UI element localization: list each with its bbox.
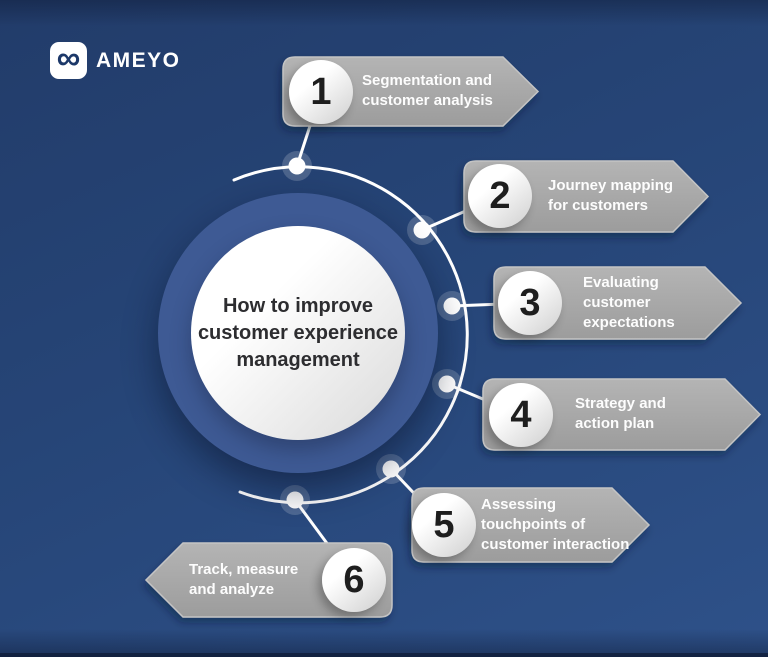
step-number-6: 6 [322, 548, 386, 612]
infinity-icon: ∞ [50, 39, 87, 79]
center-title-line: How to improve [222, 294, 373, 317]
step-label-5: Assessing touchpoints of customer intera… [481, 495, 629, 555]
step-number-5-text: 5 [433, 503, 455, 546]
step-number-2-text: 2 [489, 174, 511, 217]
infinity-glyph: ∞ [56, 39, 81, 76]
node-dot-5 [382, 460, 400, 478]
node-dot-1 [288, 157, 306, 175]
center-title-line: customer experience [197, 321, 399, 344]
node-dot-6 [286, 491, 304, 509]
step-number-3: 3 [498, 271, 562, 335]
step-label-2-line: Journey mapping [548, 177, 674, 194]
orbit-arc [232, 165, 469, 505]
brand-name: AMEYO [96, 48, 181, 72]
step-label-1-line: Segmentation and [362, 72, 493, 89]
step-label-4-line: Strategy and [575, 395, 666, 412]
step-label-1-line: customer analysis [362, 92, 493, 109]
step-number-4-text: 4 [510, 393, 532, 436]
step-label-4-line: action plan [575, 415, 655, 432]
step-label-3: Evaluating customer expectations [583, 273, 675, 333]
step-number-1: 1 [289, 60, 353, 124]
banner-shape-4 [482, 378, 762, 451]
step-number-2: 2 [468, 164, 532, 228]
step-label-5-line: customer interaction [481, 536, 630, 553]
banner-shape-5 [411, 487, 651, 563]
step-label-5-line: Assessing [481, 496, 557, 513]
node-dot-4 [438, 375, 456, 393]
step-number-1-text: 1 [310, 70, 332, 113]
step-label-1: Segmentation and customer analysis [362, 71, 493, 111]
step-label-6-line: and analyze [189, 581, 275, 598]
step-number-3-text: 3 [519, 281, 541, 324]
step-number-6-text: 6 [343, 558, 365, 601]
step-label-3-line: Evaluating [583, 274, 659, 291]
step-label-2-line: for customers [548, 197, 649, 214]
center-title-circle: How to improve customer experience manag… [191, 226, 405, 440]
center-title-line: management [236, 348, 360, 371]
brand-logo: ∞ AMEYO [50, 39, 181, 79]
step-label-2: Journey mapping for customers [548, 176, 673, 216]
step-number-4: 4 [489, 383, 553, 447]
node-dot-2 [413, 221, 431, 239]
step-number-5: 5 [412, 493, 476, 557]
step-label-6: Track, measure and analyze [189, 560, 298, 600]
step-label-3-line: customer [583, 294, 651, 311]
step-label-4: Strategy and action plan [575, 394, 666, 434]
step-label-6-line: Track, measure [189, 561, 299, 578]
node-dot-3 [443, 297, 461, 315]
step-label-5-line: touchpoints of [481, 516, 586, 533]
step-label-3-line: expectations [583, 314, 675, 331]
orbit-nodes [280, 151, 467, 515]
